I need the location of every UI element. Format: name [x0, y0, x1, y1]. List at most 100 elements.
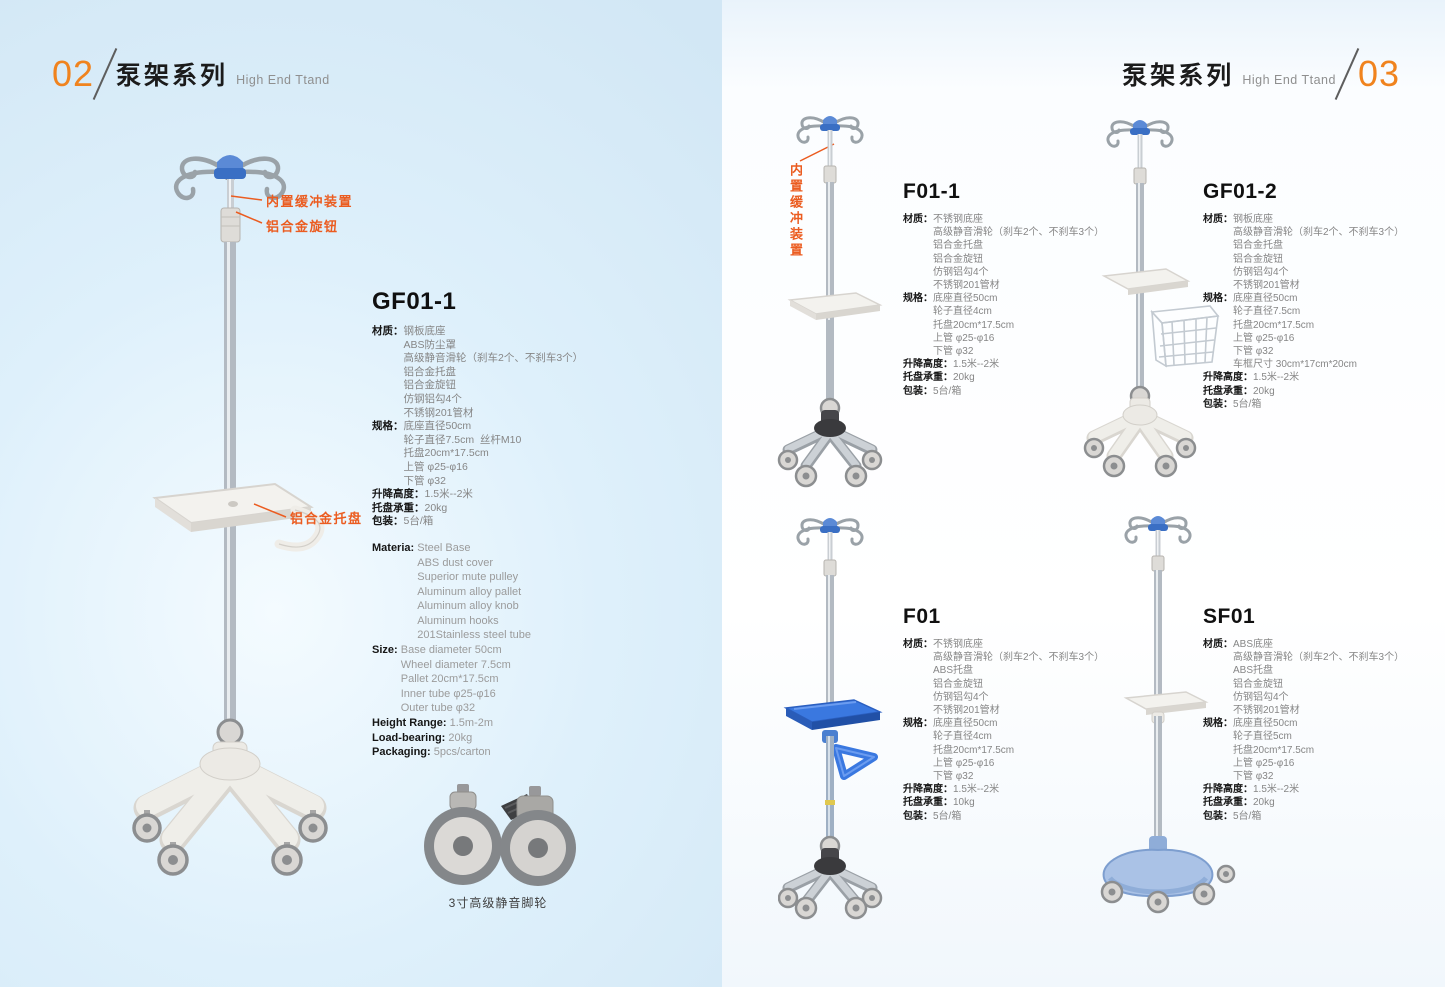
right-page-header: 泵架系列 High End Ttand 03 [1040, 46, 1400, 102]
product-image-f01 [778, 518, 883, 920]
spec-label: 升降高度： [372, 488, 425, 501]
spec-section: 包装：5台/箱 [903, 385, 1093, 398]
spec-section: 材质：不锈钢底座高级静音滑轮（刹车2个、不刹车3个）铝合金托盘铝合金旋钮仿钢铝勾… [903, 213, 1104, 292]
spec-line: 轮子直径7.5cm [1233, 306, 1301, 318]
spec-line: 20kg [448, 731, 473, 744]
spec-label: 包装： [372, 515, 404, 528]
spec-line: 高级静音滑轮（刹车2个、不刹车3个） [403, 352, 584, 365]
product-block-gf01-2: GF01-2 材质：钢板底座高级静音滑轮（刹车2个、不刹车3个）铝合金托盘铝合金… [1203, 180, 1404, 411]
spec-line: 轮子直径4cm [933, 731, 992, 743]
spec-lines: ABS底座高级静音滑轮（刹车2个、不刹车3个）ABS托盘铝合金旋钮仿钢铝勾4个不… [1233, 638, 1404, 717]
spec-label: 包装： [903, 385, 933, 397]
spec-lines: 20kg [448, 731, 472, 746]
spec-line: 1.5米--2米 [1253, 372, 1300, 384]
spec-line: 不锈钢201管材 [1233, 280, 1300, 292]
spec-label: 托盘承重： [903, 797, 953, 809]
spec-line: 高级静音滑轮（刹车2个、不刹车3个） [1233, 652, 1405, 664]
spec-line: Outer tube φ32 [400, 702, 476, 715]
spec-section: 材质：钢板底座高级静音滑轮（刹车2个、不刹车3个）铝合金托盘铝合金旋钮仿钢铝勾4… [1203, 213, 1404, 292]
caster-caption: 3寸高级静音脚轮 [448, 896, 548, 910]
spec-label: 材质： [372, 325, 404, 337]
spec-line: 201Stainless steel tube [417, 629, 531, 642]
product-block-sf01: SF01 材质：ABS底座高级静音滑轮（刹车2个、不刹车3个）ABS托盘铝合金旋… [1203, 605, 1404, 823]
spec-section: 托盘承重：20kg [1203, 796, 1393, 809]
spec-label: 托盘承重： [1203, 385, 1253, 397]
spec-line: 20kg [953, 372, 975, 384]
product-image-f01-1 [777, 116, 883, 488]
spec-line: 上管 φ25-φ16 [1233, 332, 1295, 344]
spec-line: 不锈钢201管材 [933, 705, 1000, 717]
slash-divider [1334, 48, 1360, 100]
spec-lines: 5台/箱 [1233, 398, 1261, 411]
spec-line: 车框尺寸 30cm*17cm*20cm [1233, 359, 1357, 371]
spec-line: 铝合金托盘 [403, 365, 457, 378]
product-image-gf01-2 [1083, 120, 1220, 478]
spec-lines: 1.5米--2米 [425, 488, 473, 502]
spec-label: 包装： [1203, 810, 1233, 822]
spec-line: 1.5米--2米 [953, 784, 1000, 796]
left-page-number: 02 [52, 53, 95, 94]
spec-line: 底座直径50cm [933, 718, 998, 730]
callout-buffer-vertical: 内置缓冲装置 [788, 163, 803, 259]
product-block-f01: F01 材质：不锈钢底座高级静音滑轮（刹车2个、不刹车3个）ABS托盘铝合金旋钮… [903, 605, 1104, 823]
spec-line: 20kg [1253, 385, 1275, 397]
spec-line: 5台/箱 [403, 515, 434, 528]
spec-lines: 10kg [953, 796, 975, 809]
spec-line: 20kg [1253, 797, 1275, 809]
spec-line: 1.5米--2米 [424, 488, 473, 501]
spec-section: 升降高度：1.5米--2米 [903, 358, 1093, 371]
spec-label: 规格： [903, 718, 933, 730]
spec-line: 托盘20cm*17.5cm [403, 447, 489, 460]
spec-lines: 5台/箱 [404, 515, 434, 529]
spec-section: 托盘承重：10kg [903, 796, 1093, 809]
callout-pallet: 铝合金托盘 [290, 511, 363, 526]
spec-lines: 20kg [1253, 796, 1275, 809]
spec-label: 包装： [903, 810, 933, 822]
spec-label: 材质： [1203, 639, 1233, 650]
callout-knob: 铝合金旋钮 [266, 219, 339, 234]
spec-label: 规格： [1203, 293, 1233, 305]
spec-line: 下管 φ32 [1233, 346, 1274, 358]
spec-lines: 1.5米--2米 [1253, 783, 1299, 796]
spec-line: 托盘20cm*17.5cm [1233, 744, 1315, 756]
spec-line: 铝合金旋钮 [1233, 253, 1283, 265]
spec-lines: 不锈钢底座高级静音滑轮（刹车2个、不刹车3个）ABS托盘铝合金旋钮仿钢铝勾4个不… [933, 638, 1104, 717]
spec-lines: 1.5m-2m [450, 716, 493, 731]
spec-line: 仿钢铝勾4个 [933, 691, 989, 703]
spec-line: ABS dust cover [417, 556, 494, 569]
spec-label: Load-bearing: [372, 731, 449, 744]
spec-line: ABS防尘罩 [403, 338, 457, 351]
spec-section: 包装：5台/箱 [1203, 810, 1393, 823]
spec-line: 5台/箱 [933, 385, 962, 397]
spec-line: 仿钢铝勾4个 [933, 266, 989, 278]
product-image-gf01-1 [132, 155, 328, 876]
spec-label: 托盘承重： [1203, 797, 1253, 809]
spec-line: 上管 φ25-φ16 [933, 332, 995, 344]
spec-line: 上管 φ25-φ16 [1233, 757, 1295, 769]
spec-label: 规格： [903, 293, 933, 305]
spec-line: 5台/箱 [1233, 398, 1262, 410]
spec-line: 底座直径50cm [1233, 293, 1298, 305]
product-specs: 材质：ABS底座高级静音滑轮（刹车2个、不刹车3个）ABS托盘铝合金旋钮仿钢铝勾… [1203, 638, 1404, 823]
spec-line: 铝合金旋钮 [933, 253, 983, 265]
series-subtitle: High End Ttand [236, 73, 330, 87]
spec-section: 升降高度：1.5米--2米 [1203, 783, 1393, 796]
spec-line: Aluminum hooks [417, 614, 499, 627]
spec-label: 材质： [903, 214, 933, 225]
spec-line: 1.5米--2米 [953, 359, 1000, 371]
